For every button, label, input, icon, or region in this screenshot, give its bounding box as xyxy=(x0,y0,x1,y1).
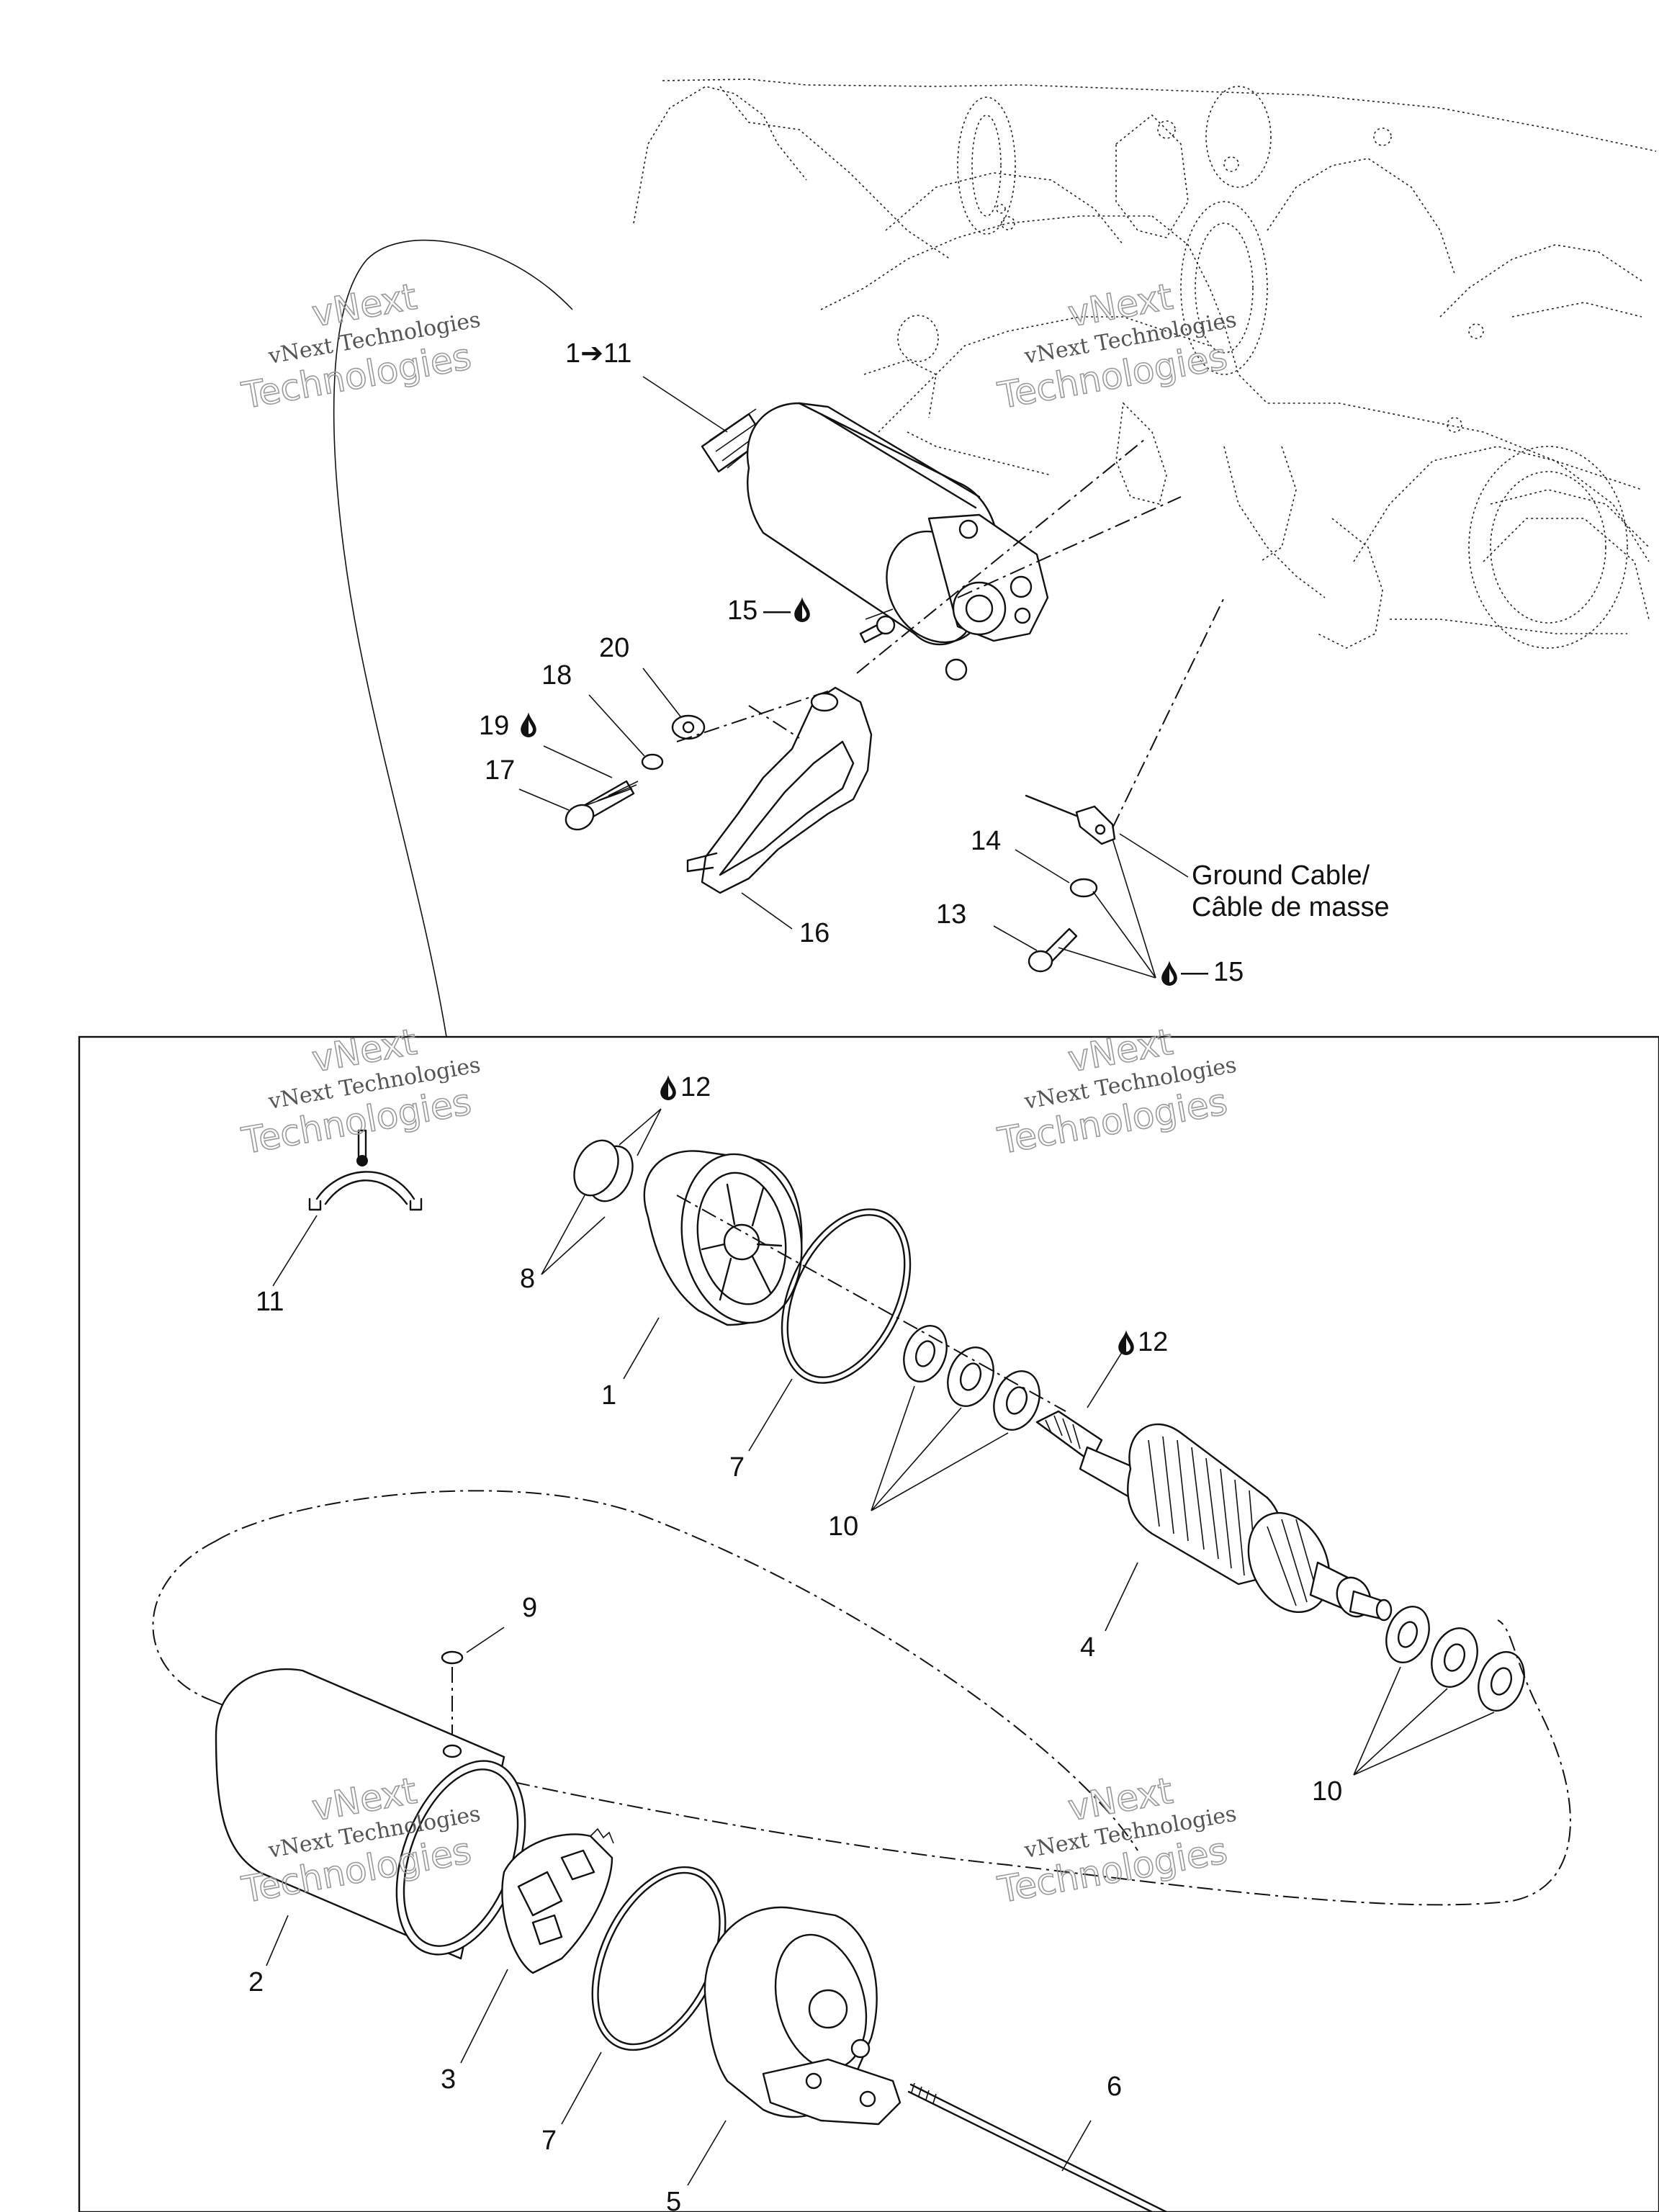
callout-7-top: 7 xyxy=(729,1452,745,1483)
part-11-clip xyxy=(308,1129,423,1211)
hardware-17-18-20 xyxy=(565,714,706,831)
watermark-4: vNext Technologies vNext Technologies xyxy=(994,1020,1238,1163)
callout-20: 20 xyxy=(599,633,629,663)
oil-drop-icon xyxy=(1161,961,1177,986)
oil-drop-icon xyxy=(794,597,810,622)
part-10-washers-bottom xyxy=(1385,1606,1525,1712)
watermark-2: vNext Technologies vNext Technologies xyxy=(994,275,1238,418)
callout-15-bottom: 15 xyxy=(1213,957,1244,987)
part-4-armature xyxy=(1035,1410,1393,1622)
part-6-through-bolt xyxy=(907,2082,1168,2212)
centerlines-top xyxy=(676,439,1225,829)
callout-8: 8 xyxy=(520,1264,535,1294)
callout-17: 17 xyxy=(485,755,515,786)
leader-lines xyxy=(266,376,1495,2186)
callout-12-right: 12 xyxy=(1138,1327,1168,1357)
starter-assembly-top xyxy=(701,402,1049,681)
callout-19: 19 xyxy=(479,711,509,741)
callout-9: 9 xyxy=(522,1593,537,1623)
callout-2: 2 xyxy=(248,1967,264,1997)
part-8-seals xyxy=(573,1139,634,1202)
engine-block xyxy=(633,78,1657,649)
callout-18: 18 xyxy=(541,660,572,691)
part-10-washers-top xyxy=(903,1325,1040,1431)
callout-labels: 1➔11 15 — 20 18 19 17 16 14 13 — 15 Grou… xyxy=(248,338,1390,2212)
detail-boundary-curve xyxy=(333,239,573,1038)
callout-12-top: 12 xyxy=(680,1072,711,1102)
callout-15-top: 15 xyxy=(727,595,757,626)
callout-14: 14 xyxy=(971,826,1001,856)
oil-drop-icon xyxy=(521,712,536,737)
exploded-view-panel xyxy=(78,1035,1659,2212)
callout-6: 6 xyxy=(1107,2072,1122,2102)
callout-1: 1 xyxy=(601,1380,616,1411)
oil-drop-icon xyxy=(660,1075,676,1100)
callout-16: 16 xyxy=(799,918,830,948)
assembly-loop xyxy=(152,1490,1571,1906)
ground-cable-label: Ground Cable/ xyxy=(1192,860,1370,891)
callout-4: 4 xyxy=(1080,1632,1095,1663)
part-2-housing xyxy=(215,1668,526,1960)
part-5-commutator-end xyxy=(703,1906,902,2126)
oil-drop-icon xyxy=(1118,1330,1134,1355)
callout-13: 13 xyxy=(936,899,966,930)
watermark-1: vNext Technologies vNext Technologies xyxy=(238,275,482,418)
watermark-3: vNext Technologies vNext Technologies xyxy=(238,1020,482,1163)
callout-7-bottom: 7 xyxy=(541,2126,557,2156)
support-bracket-16 xyxy=(686,686,873,894)
ground-cable-hardware xyxy=(1025,794,1116,973)
ground-cable-label-fr: Câble de masse xyxy=(1192,892,1390,922)
callout-1-to-11: 1➔11 xyxy=(565,338,631,369)
callout-10-bottom: 10 xyxy=(1312,1776,1342,1807)
callout-10-top: 10 xyxy=(828,1511,858,1542)
callout-3: 3 xyxy=(441,2064,456,2095)
watermark-6: vNext Technologies vNext Technologies xyxy=(994,1769,1238,1912)
callout-11: 11 xyxy=(256,1287,284,1317)
callout-15-bottom-dash: — xyxy=(1181,957,1208,987)
callout-5: 5 xyxy=(666,2187,681,2212)
part-3-brush-plate xyxy=(501,1827,614,1974)
part-1-drive-end-cover xyxy=(643,1150,803,1326)
part-7-o-ring-top xyxy=(781,1208,912,1384)
callout-15-top-dash: — xyxy=(763,595,791,626)
